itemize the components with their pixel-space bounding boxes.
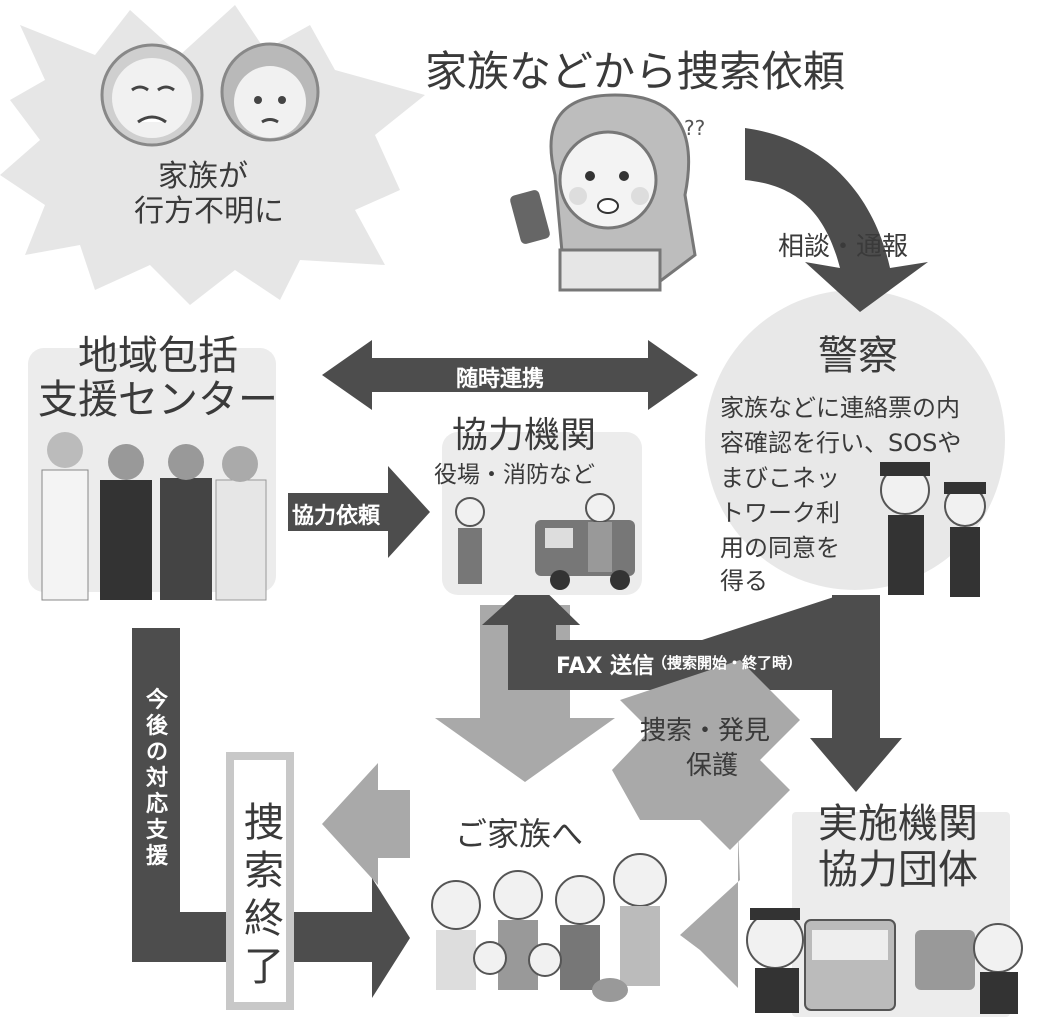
fax-down-head [810, 738, 902, 792]
fax-note-label: （捜索開始・終了時） [652, 654, 803, 672]
police-desc-5: 用の同意を [720, 534, 840, 562]
search-end-char-2: 索 [244, 848, 284, 894]
cooperation-link-arrow [322, 340, 698, 410]
center-title-line1: 地域包括 [78, 333, 238, 379]
search-label-2: 保護 [686, 751, 739, 781]
search-diagonal-arrow [612, 660, 800, 850]
agencies-title-line2: 協力団体 [818, 847, 978, 893]
request-title: 家族などから捜索依頼 [425, 47, 846, 96]
family-missing-line2: 行方不明に [134, 194, 284, 229]
starburst-shape [0, 5, 425, 305]
search-end-frame [226, 752, 294, 1010]
request-label: 協力依頼 [292, 504, 381, 529]
police-desc-2: 容確認を行い、SOSや [720, 429, 962, 457]
to-family-label: ご家族へ [455, 815, 584, 853]
center-title-line2: 支援センター [38, 377, 278, 423]
cooperation-sub: 役場・消防など [434, 462, 595, 488]
cooperation-title: 協力機関 [452, 415, 597, 456]
agency-to-family-arrow [680, 830, 740, 988]
consult-label: 相談・通報 [778, 232, 909, 262]
family-missing-line1: 家族が [158, 159, 248, 194]
fax-main-label: FAX 送信 [556, 654, 655, 679]
police-desc-1: 家族などに連絡票の内 [720, 394, 960, 422]
fax-up-head [485, 578, 580, 625]
request-arrow [288, 466, 430, 558]
agencies-title-line1: 実施機関 [818, 801, 978, 847]
police-desc-4: トワーク利 [720, 499, 840, 527]
fax-up-stem [508, 620, 556, 688]
search-end-char-1: 捜 [244, 800, 284, 846]
police-title: 警察 [818, 333, 898, 379]
fax-down-stem [832, 595, 880, 740]
police-circle [705, 290, 1005, 590]
police-desc-6: 得る [720, 567, 768, 595]
consult-arrow [745, 128, 928, 312]
to-search-end-arrow [322, 763, 410, 885]
police-desc-3: まびこネッ [720, 464, 840, 492]
search-end-char-4: 了 [244, 944, 284, 990]
cooperation-link-label: 随時連携 [456, 367, 545, 392]
search-end-char-3: 終 [244, 896, 284, 942]
future-support-label: 今後の対応支援 [145, 688, 168, 869]
search-label-1: 捜索・発見 [640, 716, 771, 746]
